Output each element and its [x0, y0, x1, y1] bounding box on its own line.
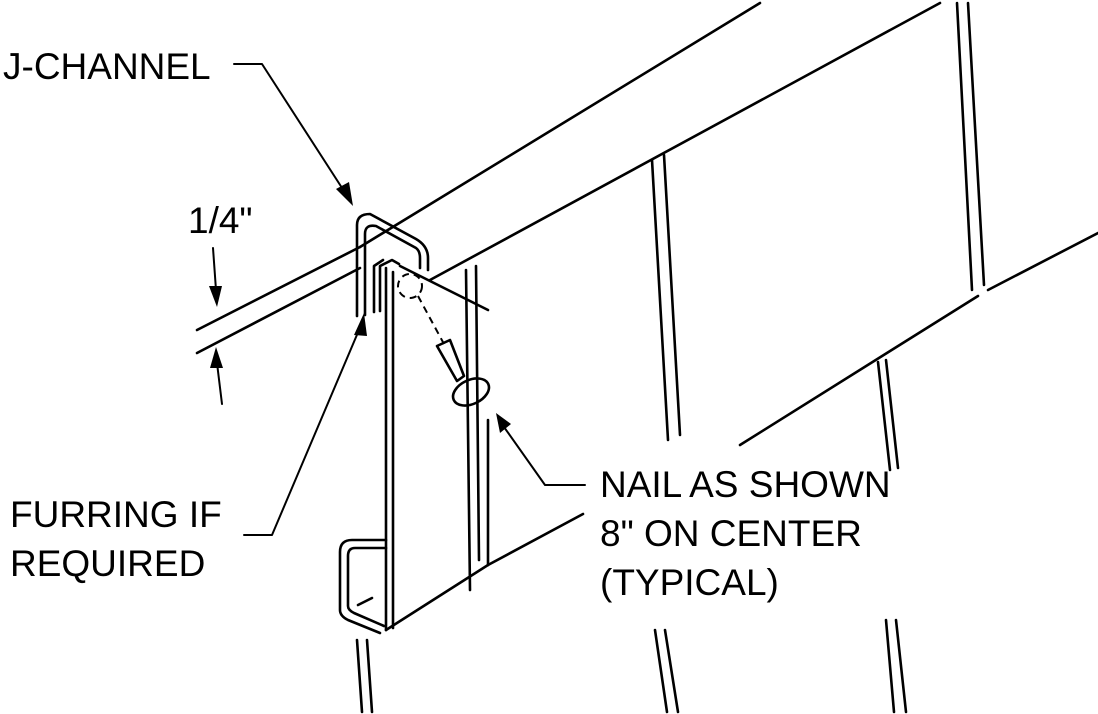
fascia-board	[384, 264, 490, 632]
nail-label-line1: NAIL AS SHOWN	[600, 464, 891, 505]
furring-leader	[243, 313, 367, 536]
nail-label-line2: 8" ON CENTER	[600, 513, 862, 554]
furring-label-line1: FURRING IF	[10, 494, 222, 535]
j-channel-leader	[233, 63, 353, 206]
nail-leader	[496, 413, 586, 486]
nail-icon	[397, 273, 491, 407]
gap-dimension-label: 1/4"	[188, 200, 253, 241]
lower-j-channel	[338, 538, 388, 635]
siding-seams	[355, 1, 986, 714]
j-channel-profile	[355, 212, 430, 318]
j-channel-label: J-CHANNEL	[3, 46, 211, 87]
soffit-planes	[195, 1, 942, 355]
gap-dimension	[209, 247, 223, 405]
siding-lap-lines	[486, 231, 1098, 567]
furring-label-line2: REQUIRED	[10, 543, 205, 584]
nail-label-line3: (TYPICAL)	[600, 562, 779, 603]
